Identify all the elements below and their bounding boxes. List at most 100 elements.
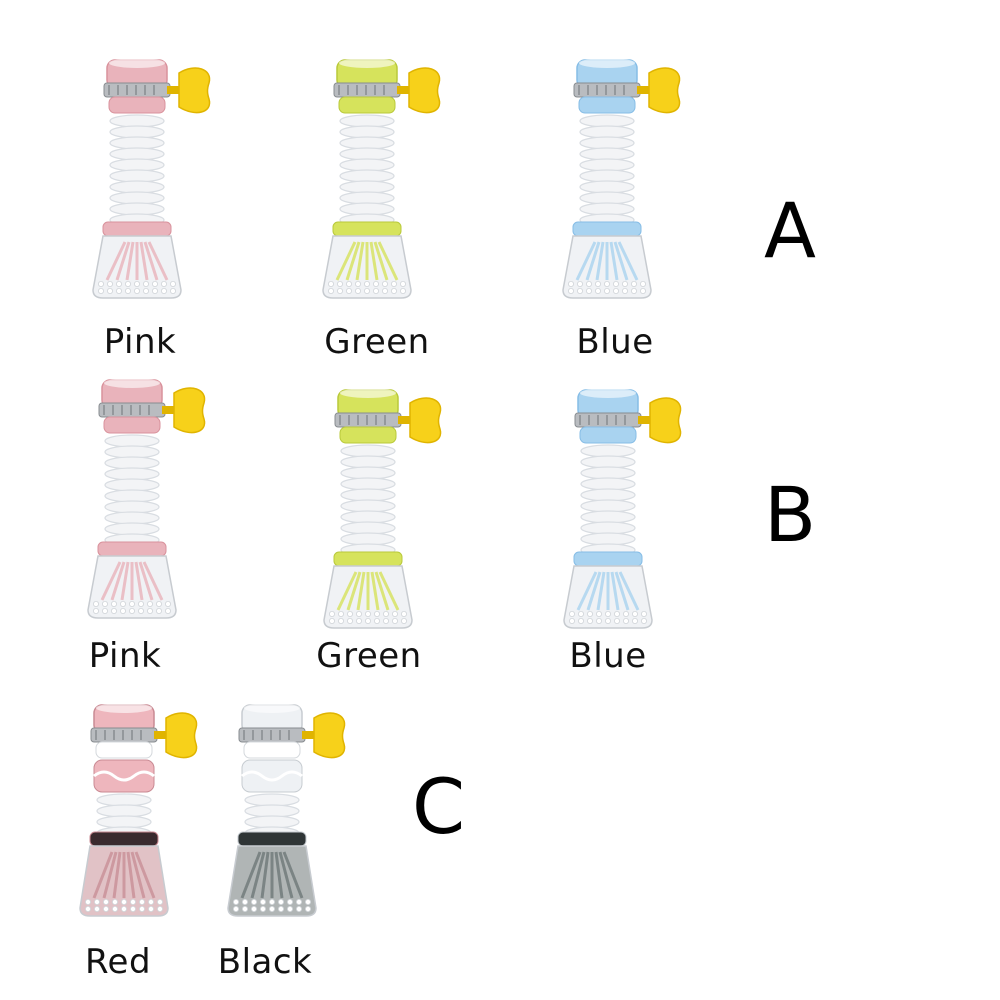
spray-fin [139,241,149,281]
spray-fin [345,241,361,281]
aerator-dot [364,280,371,287]
bellows-ring [340,444,396,458]
aerator-dot [102,905,109,912]
top-cap-rim [579,58,635,68]
clamp-band [574,412,642,428]
spray-fin [134,851,156,899]
aerator-dot [604,280,611,287]
aerator-dot [84,905,91,912]
spray-fin [617,241,639,281]
bellows-ring [104,467,160,481]
top-cap-rim [580,388,636,398]
product-image [556,385,686,640]
bellows-ring [109,158,165,172]
faucet-extender-illustration [87,378,206,619]
spray-fin [369,241,379,281]
spray-fin [618,571,640,611]
spray-fin [356,571,366,611]
aerator-dot [278,905,285,912]
aerator-dot [147,607,154,614]
aerator-dot [374,617,381,624]
faucet-extender-illustration [92,58,211,299]
spray-fin [370,571,380,611]
bellows-ring [96,793,152,807]
yellow-key [648,67,681,114]
product-image [80,375,210,630]
bellows-ring [109,180,165,194]
bellows-ring [109,169,165,183]
group-label: B [764,470,817,559]
spray-fin [613,241,629,281]
faucet-extender-illustration [322,58,441,299]
spray-fin [585,241,601,281]
bellows-ring [580,521,636,535]
bellows-ring [580,455,636,469]
bellows-ring [109,136,165,150]
aerator-dot [250,898,257,905]
aerator-dot [115,287,122,294]
lower-ring [97,541,167,557]
aerator-dot [585,280,592,287]
bellows-ring [579,169,635,183]
aerator-dot [345,287,352,294]
bellows-ring [339,114,395,128]
collar [579,426,637,444]
aerator-dot [392,610,399,617]
product-image [315,55,445,310]
aerator-dot [383,610,390,617]
top-cap-rim [104,378,160,388]
bellows-ring [579,191,635,205]
variant-label: Blue [576,322,654,362]
top-cap-rim [339,58,395,68]
bellows-ring [244,815,300,829]
group-label: A [764,186,816,275]
aerator-dot [120,600,127,607]
bellows-ring [579,180,635,194]
variant-label: Green [324,322,430,362]
faucet-extender-illustration [227,703,346,917]
bellows-ring [109,147,165,161]
group-label: C [412,762,466,851]
lower-ring [572,221,642,237]
spray-fin [575,241,597,281]
product-image [555,55,685,310]
faucet-extender-illustration [562,58,681,299]
aerator-dot [157,905,164,912]
bellows-ring [109,114,165,128]
faucet-extender-illustration [323,388,442,629]
spray-fin [355,241,365,281]
aerator-dot [622,287,629,294]
bellows-ring [109,191,165,205]
bellows-ring [339,158,395,172]
aerator-dot [613,280,620,287]
spray-fin [335,241,357,281]
spray-fin [147,241,169,281]
collar [339,426,397,444]
spray-fin [609,241,619,281]
aerator-dot [374,610,381,617]
aerator-dot [568,610,575,617]
aerator-dot [112,898,119,905]
aerator-dot [622,280,629,287]
key-stem [154,731,168,739]
top-cap-rim [109,58,165,68]
aerator-dot [250,905,257,912]
bellows-ring [340,532,396,546]
aerator-dot [373,287,380,294]
aerator-dot [147,600,154,607]
aerator-dot [93,905,100,912]
bellows-ring [104,500,160,514]
top-cap-rim [340,388,396,398]
aerator-dot [400,287,407,294]
aerator-dot [161,280,168,287]
aerator-dot [156,607,163,614]
aerator-dot [605,617,612,624]
aerator-dot [355,287,362,294]
bellows-ring [104,489,160,503]
aerator-dot [165,607,172,614]
yellow-key [409,397,442,444]
collar [95,741,153,759]
aerator-dot [596,617,603,624]
product-image [85,55,215,310]
aerator-dot [157,898,164,905]
